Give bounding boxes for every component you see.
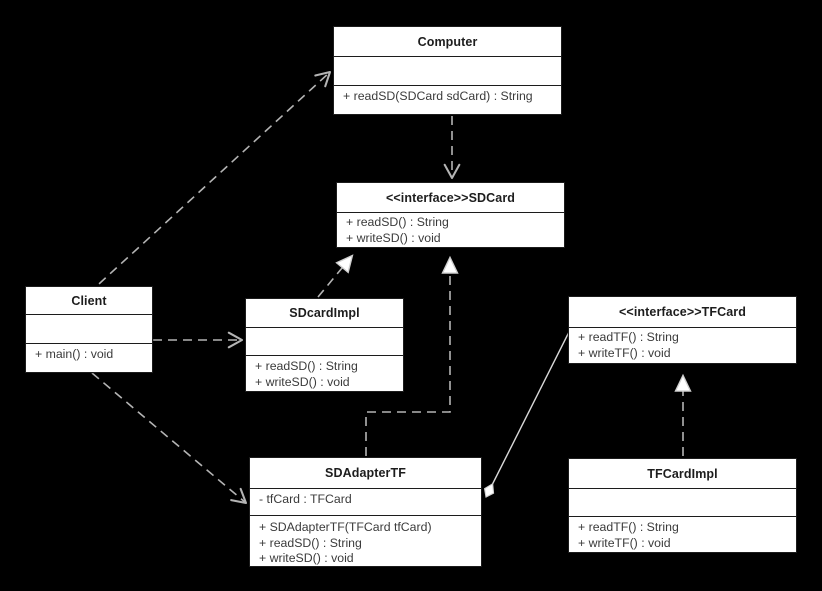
class-name-tfcardimpl: TFCardImpl: [569, 459, 796, 489]
operation-item: + writeSD() : void: [259, 551, 354, 565]
class-attributes-tfcardimpl: [569, 489, 796, 517]
edge-sdcardimpl-to-sdcard: [317, 254, 354, 298]
class-attributes-sdadaptertf: - tfCard : TFCard: [250, 489, 481, 516]
class-attributes-computer: [334, 57, 561, 86]
operation-item: + readTF() : String: [578, 520, 679, 534]
class-box-tfcardimpl[interactable]: TFCardImpl + readTF() : String + writeTF…: [568, 458, 797, 553]
operation-item: + writeSD() : void: [255, 374, 350, 389]
operation-item: + writeSD() : void: [346, 230, 441, 245]
class-name-tfcard: <<interface>>TFCard: [569, 297, 796, 328]
class-operations-tfcardimpl: + readTF() : String + writeTF() : void: [569, 517, 796, 554]
operation-item: + readSD() : String: [346, 215, 449, 229]
class-operations-sdcard: + readSD() : String + writeSD() : void: [337, 213, 564, 248]
class-name-sdadaptertf: SDAdapterTF: [250, 458, 481, 489]
class-box-computer[interactable]: Computer + readSD(SDCard sdCard) : Strin…: [333, 26, 562, 115]
class-name-sdcardimpl: SDcardImpl: [246, 299, 403, 328]
class-box-sdcardimpl[interactable]: SDcardImpl + readSD() : String + writeSD…: [245, 298, 404, 392]
operation-item: + readTF() : String: [578, 330, 679, 344]
class-box-sdadaptertf[interactable]: SDAdapterTF - tfCard : TFCard + SDAdapte…: [249, 457, 482, 567]
class-box-sdcard[interactable]: <<interface>>SDCard + readSD() : String …: [336, 182, 565, 248]
operation-item: + readSD() : String: [259, 535, 362, 550]
class-name-computer: Computer: [334, 27, 561, 57]
class-attributes-client: [26, 315, 152, 344]
class-operations-sdcardimpl: + readSD() : String + writeSD() : void: [246, 356, 403, 393]
operation-item: + main() : void: [35, 347, 114, 361]
operation-item: + writeTF() : void: [578, 345, 671, 360]
class-operations-computer: + readSD(SDCard sdCard) : String: [334, 86, 561, 115]
attribute-item: - tfCard : TFCard: [259, 492, 352, 506]
class-box-client[interactable]: Client + main() : void: [25, 286, 153, 373]
class-operations-sdadaptertf: + SDAdapterTF(TFCard tfCard) + readSD() …: [250, 516, 481, 568]
operation-item: + SDAdapterTF(TFCard tfCard): [259, 520, 432, 534]
operation-item: + writeTF() : void: [578, 535, 671, 550]
edge-sdadaptertf-to-tfcard: [483, 329, 571, 498]
class-operations-client: + main() : void: [26, 344, 152, 372]
class-name-sdcard: <<interface>>SDCard: [337, 183, 564, 213]
class-operations-tfcard: + readTF() : String + writeTF() : void: [569, 328, 796, 364]
class-attributes-sdcardimpl: [246, 328, 403, 356]
edge-client-to-sdadaptertf: [91, 372, 248, 505]
edge-client-to-computer: [87, 70, 332, 295]
operation-item: + readSD() : String: [255, 359, 358, 373]
class-name-client: Client: [26, 287, 152, 315]
class-box-tfcard[interactable]: <<interface>>TFCard + readTF() : String …: [568, 296, 797, 364]
operation-item: + readSD(SDCard sdCard) : String: [343, 89, 533, 103]
